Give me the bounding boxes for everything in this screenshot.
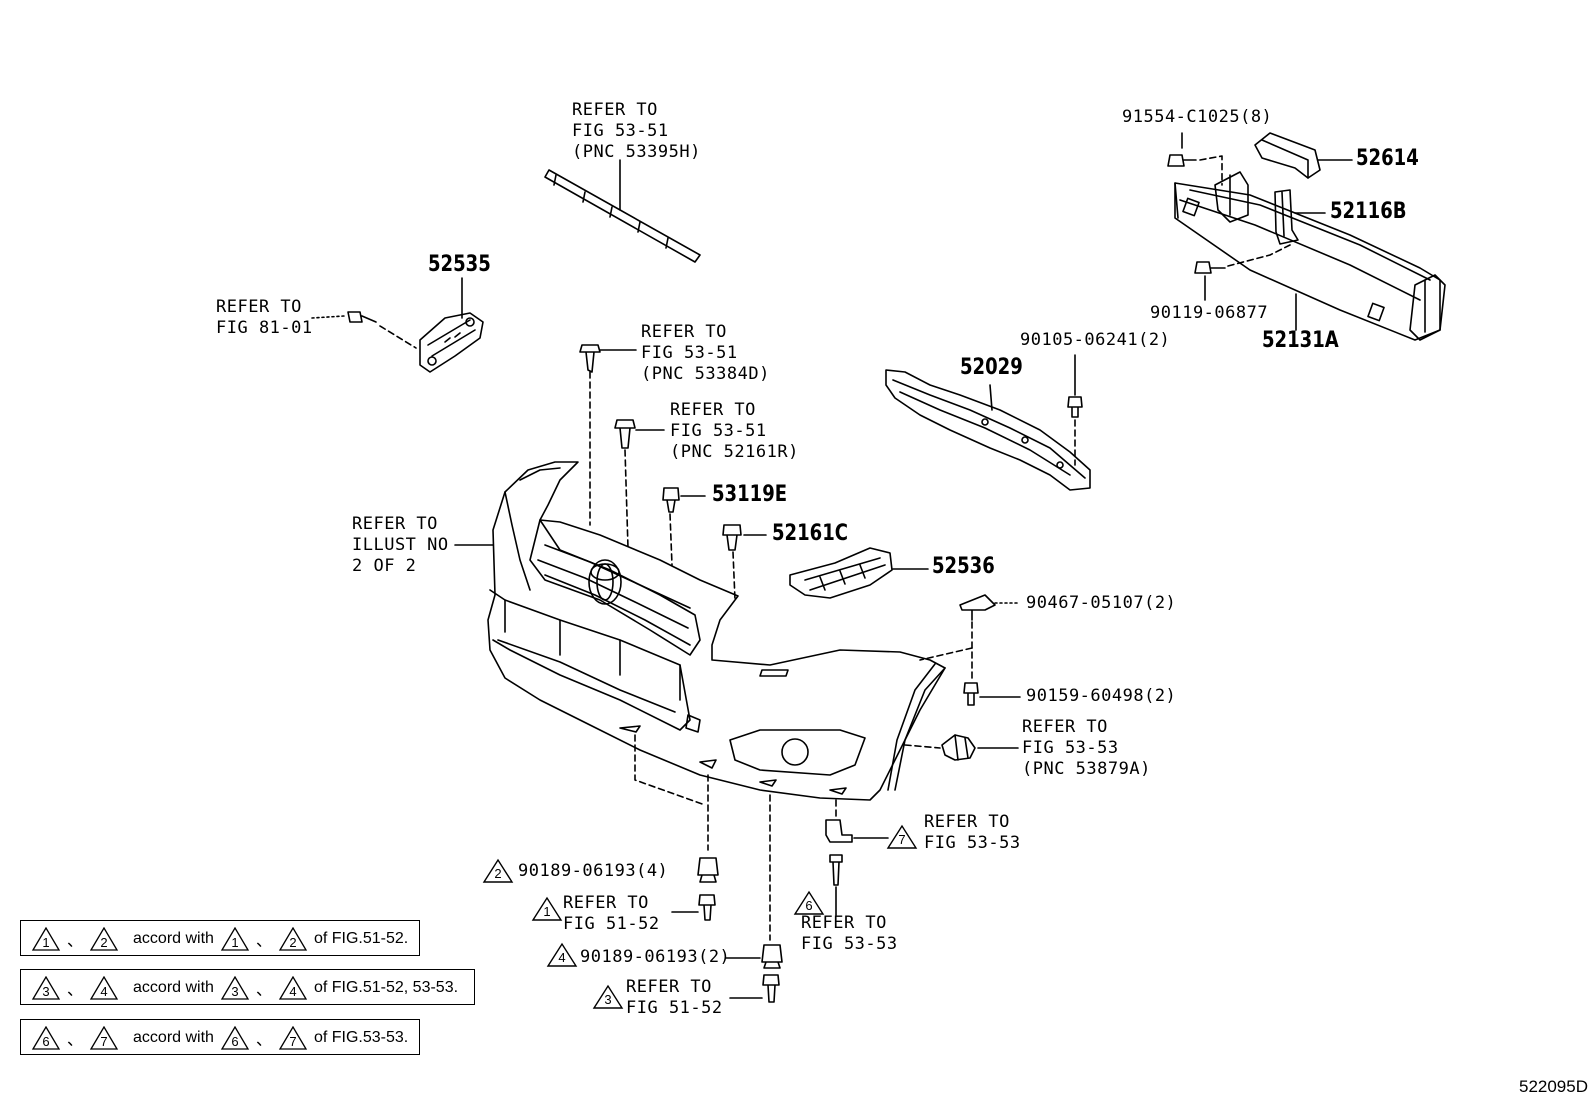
figure-id: 522095D [1518,1077,1588,1096]
label-refer-53-53-pnc-53879a: REFER TO FIG 53-53 (PNC 53879A) [1022,717,1151,779]
bracket-52536 [789,547,893,599]
callout-7: 7 [898,832,906,847]
connector-icon [941,734,976,761]
callout-triangle-icon: 7 [278,1026,308,1050]
label-part-52161c: 52161C [772,521,849,546]
bolt-icon [698,894,716,921]
label-part-52116b: 52116B [1330,199,1407,224]
clip-icon [579,344,601,373]
bracket-52116b [1274,189,1299,245]
callout-triangle-icon: 1 [31,927,61,951]
label-part-90189-4: 90189-06193(4) [518,861,669,881]
bolt-icon [963,682,979,706]
label-part-52536: 52536 [932,554,995,579]
label-part-52131a: 52131A [1262,328,1339,353]
callout-triangle-icon: 2 [278,927,308,951]
clip-icon [614,419,636,449]
note-box-3-4: 3 、 4 accord with 3 、 4 of FIG.51-52, 53… [20,969,475,1005]
callout-1: 1 [543,904,551,919]
label-part-90467: 90467-05107(2) [1026,593,1177,613]
screw-icon [829,854,843,886]
front-bumper-cover [487,461,946,801]
label-part-52614: 52614 [1356,146,1419,171]
bolt-icon [1194,261,1226,274]
clip-icon [697,857,719,883]
label-refer-53-53-callout-7: REFER TO FIG 53-53 [924,812,1021,853]
callout-triangle-icon: 7 [89,1026,119,1050]
label-refer-51-52-callout-1: REFER TO FIG 51-52 [563,893,660,934]
callout-triangle-icon: 1 [220,927,250,951]
callout-2: 2 [494,866,502,881]
callout-3: 3 [604,992,612,1007]
label-refer-53-51-pnc-53395h: REFER TO FIG 53-51 (PNC 53395H) [572,100,701,162]
label-refer-53-53-callout-6: REFER TO FIG 53-53 [801,913,898,954]
reinforcement-52029 [885,369,1091,491]
bracket-52535 [419,312,484,373]
label-part-90189-2: 90189-06193(2) [580,947,731,967]
label-part-90105: 90105-06241(2) [1020,330,1171,350]
bolt-icon [762,974,780,1003]
label-refer-51-52-callout-3: REFER TO FIG 51-52 [626,977,723,1018]
clip-icon [959,594,996,621]
label-refer-53-51-pnc-53384d: REFER TO FIG 53-51 (PNC 53384D) [641,322,770,384]
absorber-52614 [1254,132,1321,179]
clip-icon [761,944,783,969]
callout-triangle-icon: 2 [89,927,119,951]
label-part-52029: 52029 [960,355,1023,380]
callout-triangle-icon: 6 [31,1026,61,1050]
callout-triangle-icon: 3 [31,976,61,1000]
callout-triangle-icon: 4 [89,976,119,1000]
label-part-90119: 90119-06877 [1150,303,1269,323]
bolt-icon [1167,154,1197,167]
label-refer-illust: REFER TO ILLUST NO 2 OF 2 [352,514,449,576]
callout-4: 4 [558,950,566,965]
label-part-52535: 52535 [428,252,491,277]
clip-icon [825,819,853,843]
grille-molding-strip [544,169,701,263]
bumper-reinforcement-beam [1174,171,1446,341]
callout-triangle-icon: 6 [220,1026,250,1050]
note-box-6-7: 6 、 7 accord with 6 、 7 of FIG.53-53. [20,1019,420,1055]
callout-6: 6 [805,898,813,913]
clip-icon [722,524,742,551]
label-part-90159: 90159-60498(2) [1026,686,1177,706]
clip-icon [662,487,680,513]
label-refer-81-01: REFER TO FIG 81-01 [216,297,313,338]
label-refer-53-51-pnc-52161r: REFER TO FIG 53-51 (PNC 52161R) [670,400,799,462]
callout-triangle-icon: 3 [220,976,250,1000]
bolt-icon [347,311,377,323]
label-part-91554: 91554-C1025(8) [1122,107,1273,127]
callout-triangle-icon: 4 [278,976,308,1000]
note-box-1-2: 1 、 2 accord with 1 、 2 of FIG.51-52. [20,920,420,956]
label-part-53119e: 53119E [712,482,788,507]
bolt-icon [1067,396,1083,418]
